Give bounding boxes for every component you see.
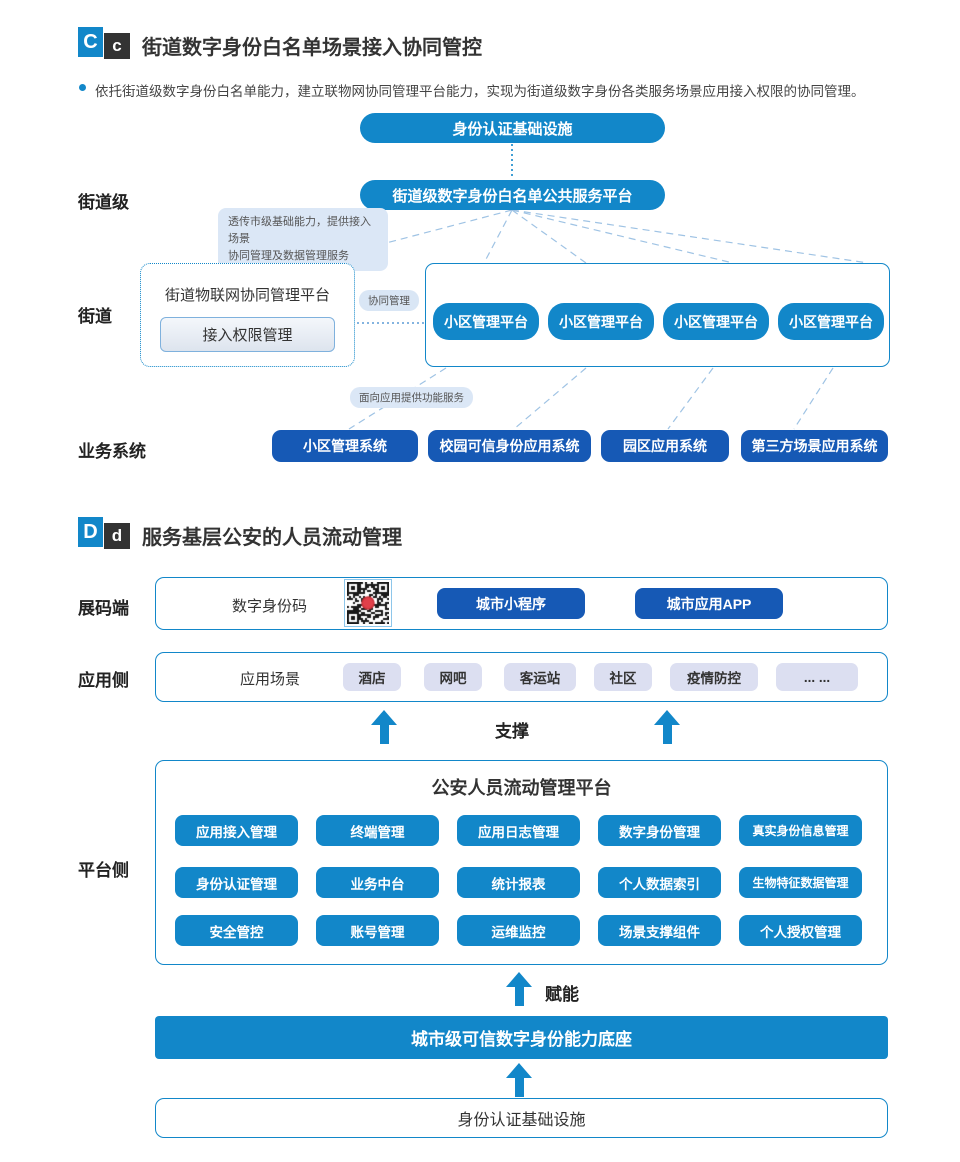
module-pill: 应用接入管理: [175, 815, 298, 846]
module-pill: 应用日志管理: [457, 815, 580, 846]
module-pill: 业务中台: [316, 867, 439, 898]
empower-label: 赋能: [545, 985, 579, 1004]
scene-pill: 社区: [594, 663, 652, 691]
section-d-sub-badge: d: [104, 523, 130, 549]
up-arrow-icon: [506, 972, 532, 1006]
note-function-service: 面向应用提供功能服务: [350, 387, 473, 408]
section-c-badge: C: [78, 27, 103, 57]
community-platform-pill: 小区管理平台: [778, 303, 884, 340]
digital-id-code-label: 数字身份码: [232, 598, 308, 615]
note-passthrough-line1: 透传市级基础能力，提供接入场景: [228, 216, 371, 246]
community-platform-pill: 小区管理平台: [663, 303, 769, 340]
section-c-bullet: 依托街道级数字身份白名单能力，建立联物网协同管理平台能力，实现为街道级数字身份各…: [95, 84, 865, 99]
business-system-pill: 校园可信身份应用系统: [428, 430, 591, 462]
section-d-badge: D: [78, 517, 103, 547]
community-platform-pill: 小区管理平台: [548, 303, 654, 340]
up-arrow-icon: [654, 710, 680, 744]
iot-platform-title: 街道物联网协同管理平台: [164, 287, 330, 304]
qr-code-icon: [344, 579, 392, 627]
business-system-pill: 园区应用系统: [601, 430, 729, 462]
platform-box-title: 公安人员流动管理平台: [431, 778, 612, 798]
module-pill: 数字身份管理: [598, 815, 721, 846]
row-label-platform-side: 平台侧: [78, 861, 129, 880]
section-d-title: 服务基层公安的人员流动管理: [142, 527, 402, 549]
row-label-app-side: 应用侧: [78, 671, 129, 690]
support-label: 支撑: [495, 722, 529, 741]
business-system-pill: 小区管理系统: [272, 430, 418, 462]
city-identity-base-bar: 城市级可信数字身份能力底座: [155, 1016, 888, 1059]
row-label-street: 街道: [78, 307, 112, 326]
bullet-dot-icon: [79, 84, 86, 91]
identity-infra-box: 身份认证基础设施: [155, 1098, 888, 1138]
street-whitelist-platform-pill: 街道级数字身份白名单公共服务平台: [360, 180, 665, 210]
business-system-pill: 第三方场景应用系统: [741, 430, 888, 462]
module-pill: 运维监控: [457, 915, 580, 946]
module-pill: 真实身份信息管理: [739, 815, 862, 846]
module-pill: 身份认证管理: [175, 867, 298, 898]
city-app-pill: 城市应用APP: [635, 588, 783, 619]
app-row-box: [155, 652, 888, 702]
module-pill: 场景支撑组件: [598, 915, 721, 946]
identity-infra-pill: 身份认证基础设施: [360, 113, 665, 143]
module-pill: 生物特征数据管理: [739, 867, 862, 898]
note-passthrough: 透传市级基础能力，提供接入场景 协同管理及数据管理服务: [218, 208, 388, 272]
app-scenes-label: 应用场景: [240, 671, 301, 688]
scene-pill: ... ...: [776, 663, 858, 691]
scene-pill: 酒店: [343, 663, 401, 691]
collab-management-tag: 协同管理: [359, 290, 419, 311]
row-label-business-systems: 业务系统: [78, 442, 146, 461]
up-arrow-icon: [371, 710, 397, 744]
access-permission-pill: 接入权限管理: [160, 317, 335, 352]
scene-pill: 网吧: [424, 663, 482, 691]
section-c-title: 街道数字身份白名单场景接入协同管控: [142, 37, 482, 59]
section-c-sub-badge: c: [104, 33, 130, 59]
module-pill: 统计报表: [457, 867, 580, 898]
module-pill: 终端管理: [316, 815, 439, 846]
scene-pill: 疫情防控: [670, 663, 758, 691]
scene-pill: 客运站: [504, 663, 576, 691]
note-passthrough-line2: 协同管理及数据管理服务: [228, 250, 349, 263]
module-pill: 账号管理: [316, 915, 439, 946]
module-pill: 个人数据索引: [598, 867, 721, 898]
community-platform-pill: 小区管理平台: [433, 303, 539, 340]
row-label-street-level: 街道级: [78, 193, 129, 212]
up-arrow-icon: [506, 1063, 532, 1097]
row-label-scan-side: 展码端: [78, 599, 129, 618]
city-miniprogram-pill: 城市小程序: [437, 588, 585, 619]
module-pill: 安全管控: [175, 915, 298, 946]
module-pill: 个人授权管理: [739, 915, 862, 946]
